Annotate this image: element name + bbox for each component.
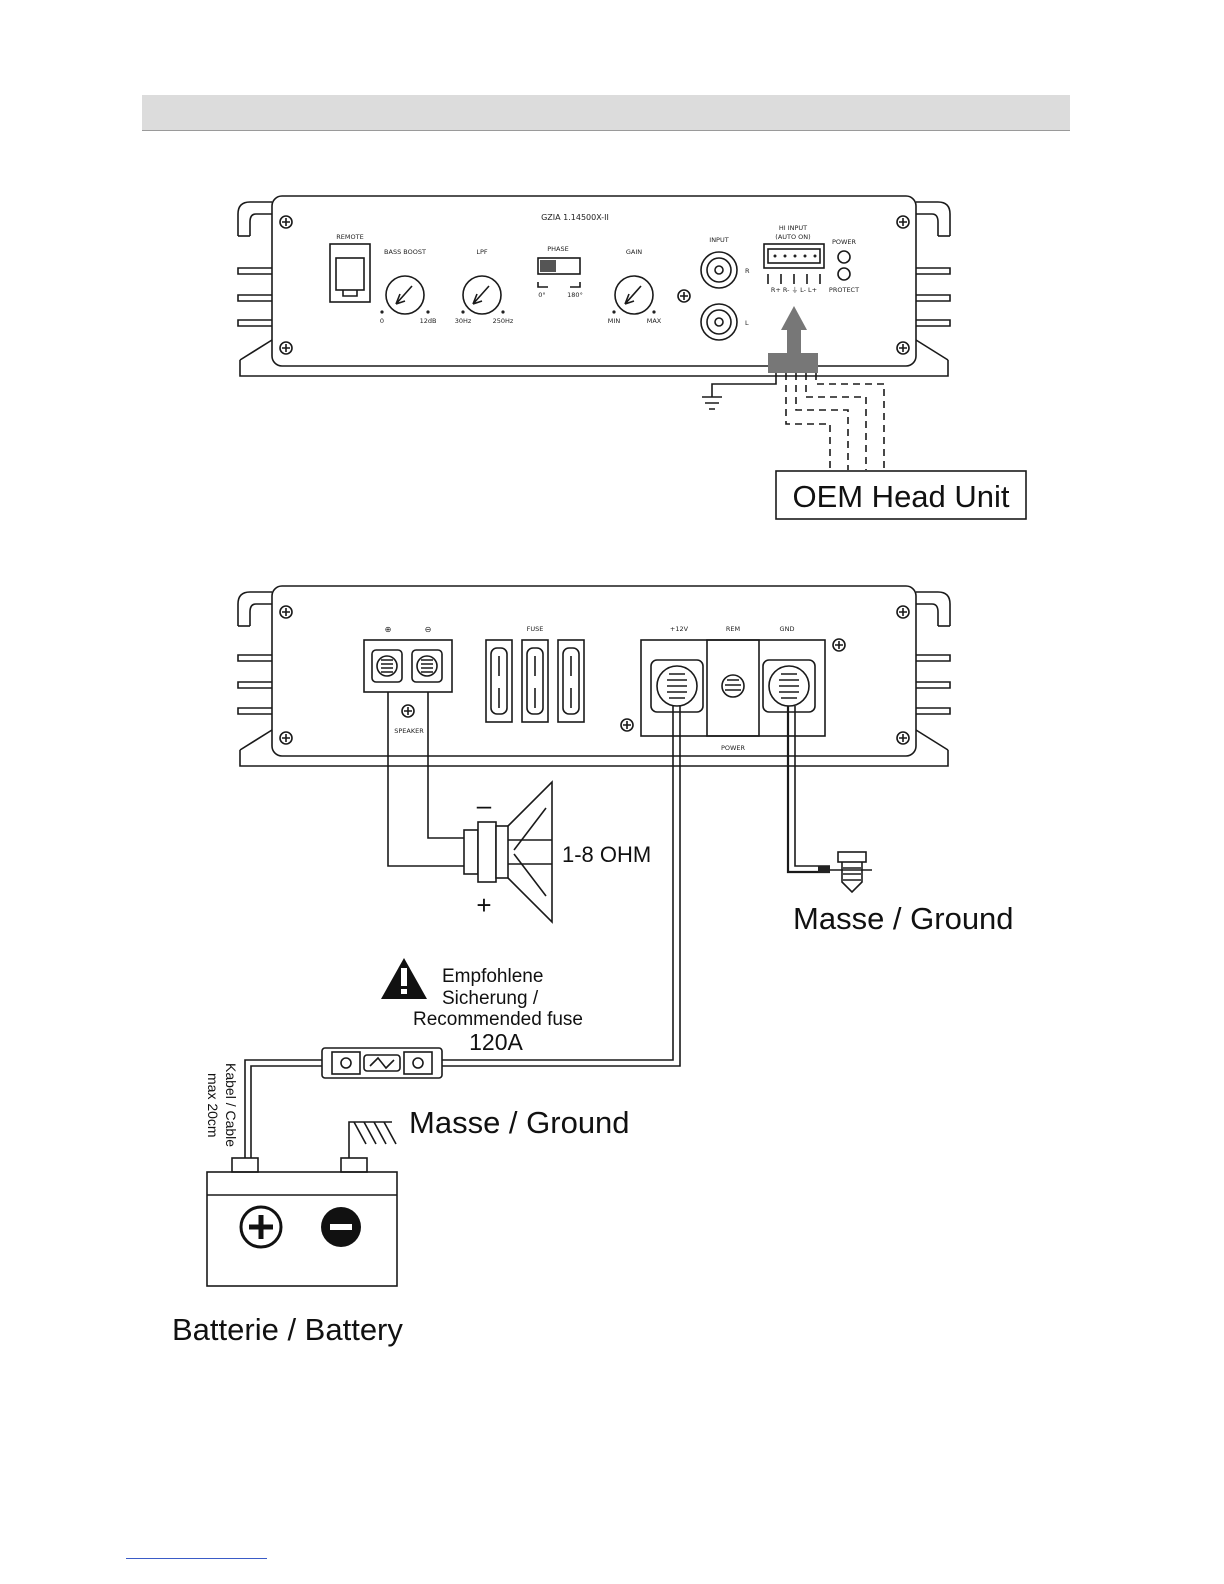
oem-head-unit-box bbox=[775, 470, 1027, 520]
led-icon bbox=[837, 250, 851, 281]
ground-right-label: Masse / Ground bbox=[793, 901, 1014, 936]
fuse-note-line1: Empfohlene bbox=[442, 966, 543, 987]
bass-boost-knob-icon bbox=[380, 275, 430, 315]
speaker-label: SPEAKER bbox=[394, 727, 424, 735]
screw-icon bbox=[279, 605, 910, 745]
battery-label: Batterie / Battery bbox=[172, 1312, 403, 1347]
battery-plus-icon bbox=[239, 1205, 283, 1249]
lpf-knob-icon bbox=[461, 275, 505, 315]
ground-symbol-icon bbox=[702, 373, 777, 410]
amplifier-front-panel: GZIA 1.14500X-II REMOTE BASS BOOST 0 12d… bbox=[237, 195, 951, 377]
lpf-label: LPF bbox=[476, 248, 488, 256]
lpf-max-label: 250Hz bbox=[493, 317, 514, 325]
power-led-label: POWER bbox=[832, 238, 857, 246]
fuse-icon bbox=[485, 639, 585, 723]
phase-180-label: 180° bbox=[567, 291, 583, 299]
chassis-ground-wire bbox=[786, 706, 830, 874]
hi-input-connector-icon bbox=[763, 243, 825, 284]
v12-label: +12V bbox=[670, 625, 689, 633]
rca-jack-icon bbox=[700, 251, 738, 341]
fuse-value-label: 120A bbox=[469, 1029, 523, 1055]
gain-knob-icon bbox=[612, 275, 656, 315]
impedance-label: 1-8 OHM bbox=[562, 842, 651, 867]
power-terminal-icon bbox=[640, 639, 826, 737]
cable-note-line2: max 20cm bbox=[205, 1073, 221, 1138]
remote-port-icon bbox=[329, 243, 371, 303]
fuse-label: FUSE bbox=[527, 625, 544, 633]
ground-bolt-icon bbox=[830, 851, 872, 894]
input-label: INPUT bbox=[709, 236, 728, 244]
amplifier-rear-panel: ⊕ ⊖ SPEAKER FUSE +12V REM GND bbox=[237, 585, 951, 767]
remote-label: REMOTE bbox=[336, 233, 363, 241]
dashed-signal-wires bbox=[785, 373, 885, 470]
speaker-minus-label: – bbox=[477, 790, 492, 820]
hi-input-plug bbox=[768, 353, 818, 373]
speaker-terminal-icon bbox=[363, 639, 453, 693]
inline-fuse-holder-icon bbox=[321, 1047, 443, 1079]
speaker-plus-label: + bbox=[476, 890, 491, 920]
speaker-icon bbox=[463, 780, 553, 924]
model-label: GZIA 1.14500X-II bbox=[541, 213, 609, 222]
battery-minus-icon bbox=[321, 1207, 361, 1247]
gain-min-label: MIN bbox=[608, 317, 621, 325]
phase-label: PHASE bbox=[547, 245, 569, 253]
cable-note-line1: Kabel / Cable bbox=[223, 1063, 239, 1147]
battery-icon bbox=[206, 1157, 398, 1287]
hi-input-auto-label: (AUTO ON) bbox=[775, 233, 810, 241]
phase-0-label: 0° bbox=[538, 291, 545, 299]
bass-min-label: 0 bbox=[380, 317, 384, 325]
bass-max-label: 12dB bbox=[420, 317, 437, 325]
input-l-label: L bbox=[745, 319, 749, 327]
warning-icon bbox=[381, 958, 427, 999]
bass-boost-label: BASS BOOST bbox=[384, 248, 426, 256]
lpf-min-label: 30Hz bbox=[455, 317, 472, 325]
battery-ground-symbol-icon bbox=[348, 1121, 397, 1158]
speaker-minus-icon: ⊖ bbox=[425, 625, 432, 634]
gnd-label: GND bbox=[780, 625, 795, 633]
fuse-note-line3: Recommended fuse bbox=[413, 1009, 583, 1030]
power-cable bbox=[244, 706, 681, 1158]
protect-led-label: PROTECT bbox=[829, 286, 859, 294]
gain-label: GAIN bbox=[626, 248, 642, 256]
ground-battery-label: Masse / Ground bbox=[409, 1105, 630, 1140]
oem-head-unit-label: OEM Head Unit bbox=[792, 479, 1009, 514]
screw-icon bbox=[279, 215, 910, 355]
footer-rule bbox=[126, 1558, 267, 1559]
power-terminal-label: POWER bbox=[721, 744, 746, 752]
header-bar bbox=[142, 95, 1070, 131]
input-r-label: R bbox=[745, 267, 750, 275]
gain-max-label: MAX bbox=[647, 317, 662, 325]
rem-label: REM bbox=[726, 625, 740, 633]
hi-pins-label: R+ R- ⏚ L- L+ bbox=[771, 286, 817, 294]
phase-switch-icon bbox=[537, 257, 581, 288]
fuse-note-line2: Sicherung / bbox=[442, 988, 539, 1009]
speaker-wires bbox=[387, 692, 464, 867]
hi-input-label: HI INPUT bbox=[779, 224, 807, 232]
up-arrow-icon bbox=[781, 306, 807, 356]
speaker-plus-icon: ⊕ bbox=[385, 625, 392, 634]
